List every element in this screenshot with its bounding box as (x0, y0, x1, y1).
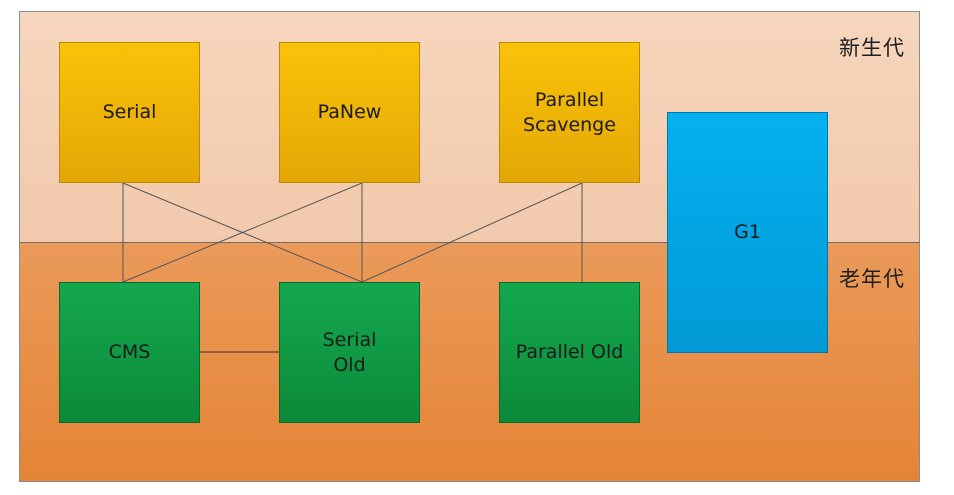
serial-collector-label: Serial (102, 101, 157, 123)
parallel-old-collector-label: Parallel Old (515, 341, 624, 363)
serial-old-collector-label: Serial Old (322, 328, 377, 376)
g1-collector-label: G1 (734, 221, 761, 243)
edge-panew-cms (122, 182, 363, 283)
young-generation-label: 新生代 (839, 36, 905, 60)
cms-collector-label: CMS (108, 341, 151, 363)
panew-collector-label: PaNew (317, 101, 382, 123)
parallel-old-collector-box: Parallel Old (499, 282, 640, 423)
parallel-scavenge-collector-label: Parallel Scavenge (523, 88, 616, 136)
serial-collector-box: Serial (59, 42, 200, 183)
panew-collector-box: PaNew (279, 42, 420, 183)
serial-old-collector-box: Serial Old (279, 282, 420, 423)
edge-parallelscavenge-serialold (361, 182, 583, 283)
g1-collector-box: G1 (667, 112, 828, 353)
cms-collector-box: CMS (59, 282, 200, 423)
parallel-scavenge-collector-box: Parallel Scavenge (499, 42, 640, 183)
old-generation-label: 老年代 (839, 267, 905, 291)
